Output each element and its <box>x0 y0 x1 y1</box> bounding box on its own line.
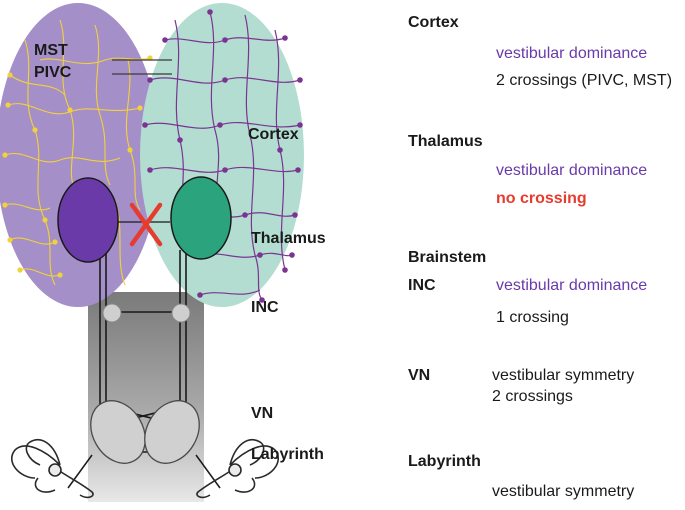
legend-cortex-heading: Cortex <box>408 14 459 31</box>
thalamus-label: Thalamus <box>251 230 326 247</box>
left-hemisphere-nodes <box>2 55 153 278</box>
inc-label: INC <box>251 299 279 316</box>
left-labyrinth <box>11 439 94 499</box>
right-inc-nucleus <box>171 303 191 323</box>
mst-label: MST <box>34 42 68 59</box>
legend-thalamus-line1: vestibular dominance <box>496 162 648 179</box>
legend-brainstem-heading: Brainstem <box>408 249 487 266</box>
labyrinth-connections <box>67 454 221 489</box>
legend-labyrinth-line1: vestibular symmetry <box>492 483 635 500</box>
right-hemisphere <box>140 3 304 307</box>
labyrinth-label: Labyrinth <box>251 446 324 463</box>
legend-cortex-line1: vestibular dominance <box>496 45 648 62</box>
legend-inc-line1: vestibular dominance <box>496 277 648 294</box>
legend-vn-line2: 2 crossings <box>492 388 573 405</box>
legend-thalamus-line2: no crossing <box>496 190 587 207</box>
right-thalamus <box>170 176 232 260</box>
cortex-label: Cortex <box>248 126 299 143</box>
vn-label: VN <box>251 405 274 422</box>
left-inc-nucleus <box>102 303 122 323</box>
pivc-label: PIVC <box>34 64 72 81</box>
legend-inc-label: INC <box>408 277 436 294</box>
cortex-crossing-lines <box>112 59 172 75</box>
right-labyrinth <box>196 439 279 499</box>
legend-cortex-line2: 2 crossings (PIVC, MST) <box>496 72 673 89</box>
brainstem-block <box>88 292 204 502</box>
no-crossing-mark <box>129 202 163 247</box>
legend-labyrinth-heading: Labyrinth <box>408 453 481 470</box>
legend-inc-line2: 1 crossing <box>496 309 569 326</box>
legend-vn-line1: vestibular symmetry <box>492 367 635 384</box>
left-thalamus <box>57 177 119 263</box>
right-vn-nucleus <box>144 400 200 464</box>
legend-vn-label: VN <box>408 367 431 384</box>
right-hemisphere-nodes <box>142 9 303 303</box>
left-vn-nucleus <box>90 400 146 464</box>
legend-thalamus-heading: Thalamus <box>408 133 483 150</box>
